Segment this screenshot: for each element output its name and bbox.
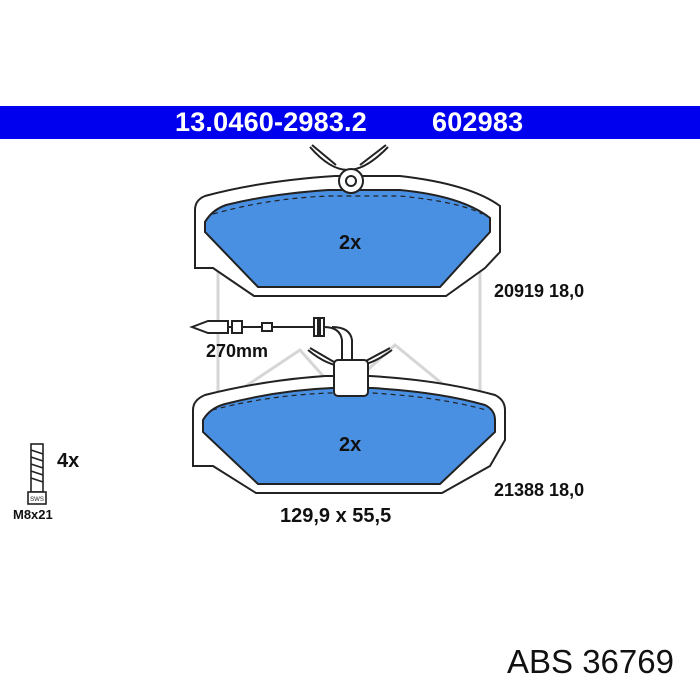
bolt-quantity: 4x <box>57 450 80 472</box>
bottom-pad-sensor-block <box>333 359 369 397</box>
part-number: 13.0460-2983.2 <box>175 107 367 137</box>
top-brake-pad <box>194 144 501 297</box>
top-pad-friction-material <box>204 189 491 288</box>
wear-sensor-length: 270mm <box>206 341 269 361</box>
top-pad-chamfer-line <box>212 195 483 215</box>
bolt-thread-size: M8x21 <box>13 507 53 522</box>
bottom-pad-quantity: 2x <box>339 434 362 456</box>
top-pad-spring-clip <box>309 144 389 172</box>
bottom-brake-pad <box>192 347 506 494</box>
top-pad-quantity: 2x <box>339 232 362 254</box>
bottom-pad-spec: 21388 18,0 <box>494 480 585 500</box>
header-band <box>0 106 700 139</box>
bottom-pad-friction-material <box>202 387 496 485</box>
wear-sensor-connector <box>189 320 229 334</box>
brand-code: ABS 36769 <box>507 643 674 680</box>
pad-dimensions: 129,9 x 55,5 <box>280 505 392 527</box>
bolt-icon <box>27 443 47 505</box>
wear-sensor <box>189 317 353 362</box>
bottom-pad-chamfer-line <box>211 392 487 411</box>
wear-sensor-cable <box>323 326 353 362</box>
top-pad-spec: 20919 18,0 <box>494 281 585 301</box>
bolt-head-marking: SWS <box>30 497 44 503</box>
reference-number: 602983 <box>432 107 524 137</box>
